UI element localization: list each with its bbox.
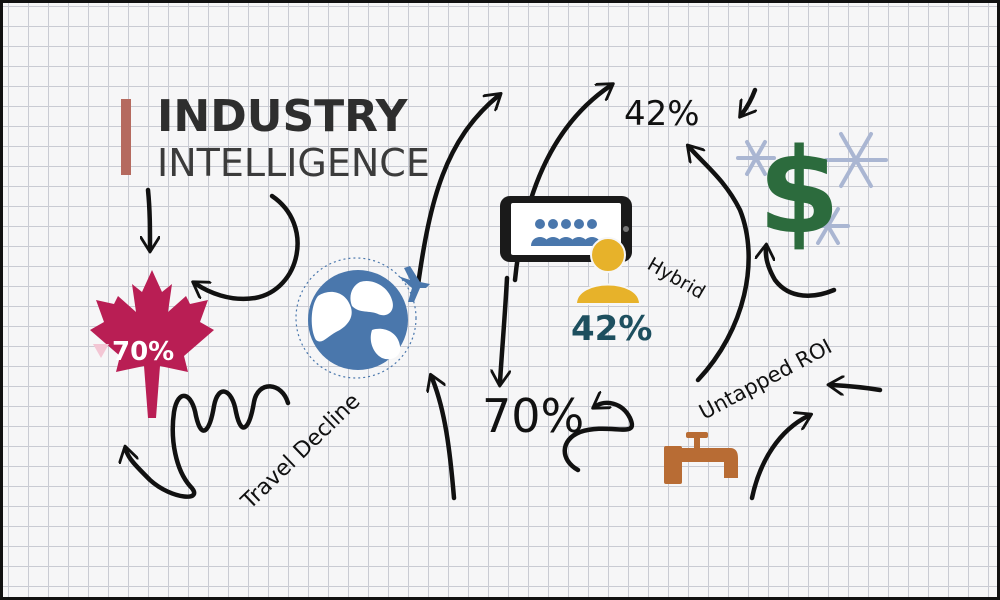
top-percent: 42% [624,94,700,134]
squiggle-loops [126,384,291,499]
arrow-curve-to-dollar [766,248,837,298]
arrow-tablet-down [500,275,507,382]
arrow-globe-up [415,96,498,288]
brand-title-line1: INDUSTRY [157,91,408,142]
globe-airplane-icon [295,257,430,379]
leaf-percent: 70% [112,337,174,367]
arrow-roi-left [832,385,883,390]
dollar-snowflake-icon: $ [736,122,888,260]
tablet-meeting-icon [500,196,632,262]
arrow-curve-to-leaf [196,193,300,302]
person-icon [574,237,642,305]
arrow-brand-to-leaf [148,187,150,248]
hybrid-percent: 42% [571,309,652,349]
travel-decline-percent: 70% [482,389,584,443]
svg-text:$: $ [758,122,840,260]
maple-leaf-icon: 70% [90,270,214,418]
hybrid-label: Hybrid [644,253,709,303]
curl-arrow [562,403,635,473]
arrow-bottom-to-globe [432,378,457,501]
brand-title-line2: INTELLIGENCE [157,141,430,185]
untapped-roi-label: Untapped ROI [695,334,836,424]
travel-decline-label: Travel Decline [236,389,365,515]
arrow-up-to-top-percent [690,148,751,383]
arrow-faucet-up [749,416,808,501]
brand-accent-bar [121,99,131,175]
arrow-down-to-dollar [742,87,755,114]
faucet-icon [664,432,738,484]
